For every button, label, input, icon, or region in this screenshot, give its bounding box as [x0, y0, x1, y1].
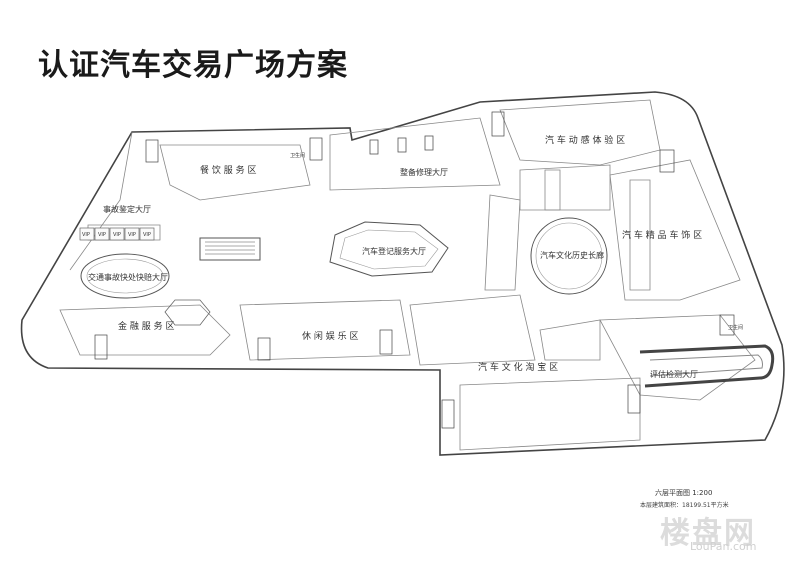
zone-leisure: 休 闲 娱 乐 区	[302, 330, 358, 342]
interior-walls	[59, 99, 756, 451]
traffic-hall-outline	[80, 253, 170, 299]
registration-hall-outline	[329, 221, 449, 277]
vip-label: VIP	[98, 232, 106, 238]
zone-restroom-top: 卫生间	[290, 152, 305, 159]
zone-catering: 餐 饮 服 务 区	[200, 164, 256, 176]
maintenance-bays	[369, 135, 434, 155]
watermark-url: LouPan.com	[690, 540, 757, 553]
zone-finance: 金 融 服 务 区	[118, 320, 174, 332]
page-title: 认证汽车交易广场方案	[38, 48, 348, 83]
zone-restroom-right: 卫生间	[728, 324, 743, 331]
vip-label: VIP	[82, 232, 90, 238]
zone-culture-shop: 汽 车 文 化 淘 宝 区	[478, 361, 558, 373]
zone-registration: 汽车登记服务大厅	[362, 246, 426, 256]
watermark-logo: 楼盘网	[660, 516, 756, 551]
zone-traffic: 交通事故快处快赔大厅	[88, 272, 168, 282]
zone-labels: 餐 饮 服 务 区 卫生间 整备修理大厅 汽 车 动 感 体 验 区 事故鉴定大…	[82, 134, 743, 379]
zone-maintenance: 整备修理大厅	[400, 167, 448, 177]
zone-assessment: 评估检测大厅	[650, 369, 698, 379]
zone-experience: 汽 车 动 感 体 验 区	[545, 134, 625, 146]
zone-culture-gallery: 汽车文化历史长廊	[540, 250, 604, 260]
assessment-track	[639, 344, 775, 388]
plan-outline	[20, 91, 785, 456]
culture-gallery-ring	[530, 217, 608, 295]
octagon-room	[164, 299, 211, 326]
vip-rooms	[79, 227, 155, 241]
zone-boutique: 汽 车 精 品 车 饰 区	[622, 229, 702, 241]
area-label: 本层建筑面积：18199.51平方米	[640, 502, 729, 509]
scale-label: 六层平面图 1:200	[655, 489, 713, 497]
stairs	[94, 111, 735, 429]
escalator	[199, 237, 261, 261]
vip-label: VIP	[143, 232, 151, 238]
zone-accident: 事故鉴定大厅	[103, 204, 151, 214]
vip-label: VIP	[128, 232, 136, 238]
vip-label: VIP	[113, 232, 121, 238]
